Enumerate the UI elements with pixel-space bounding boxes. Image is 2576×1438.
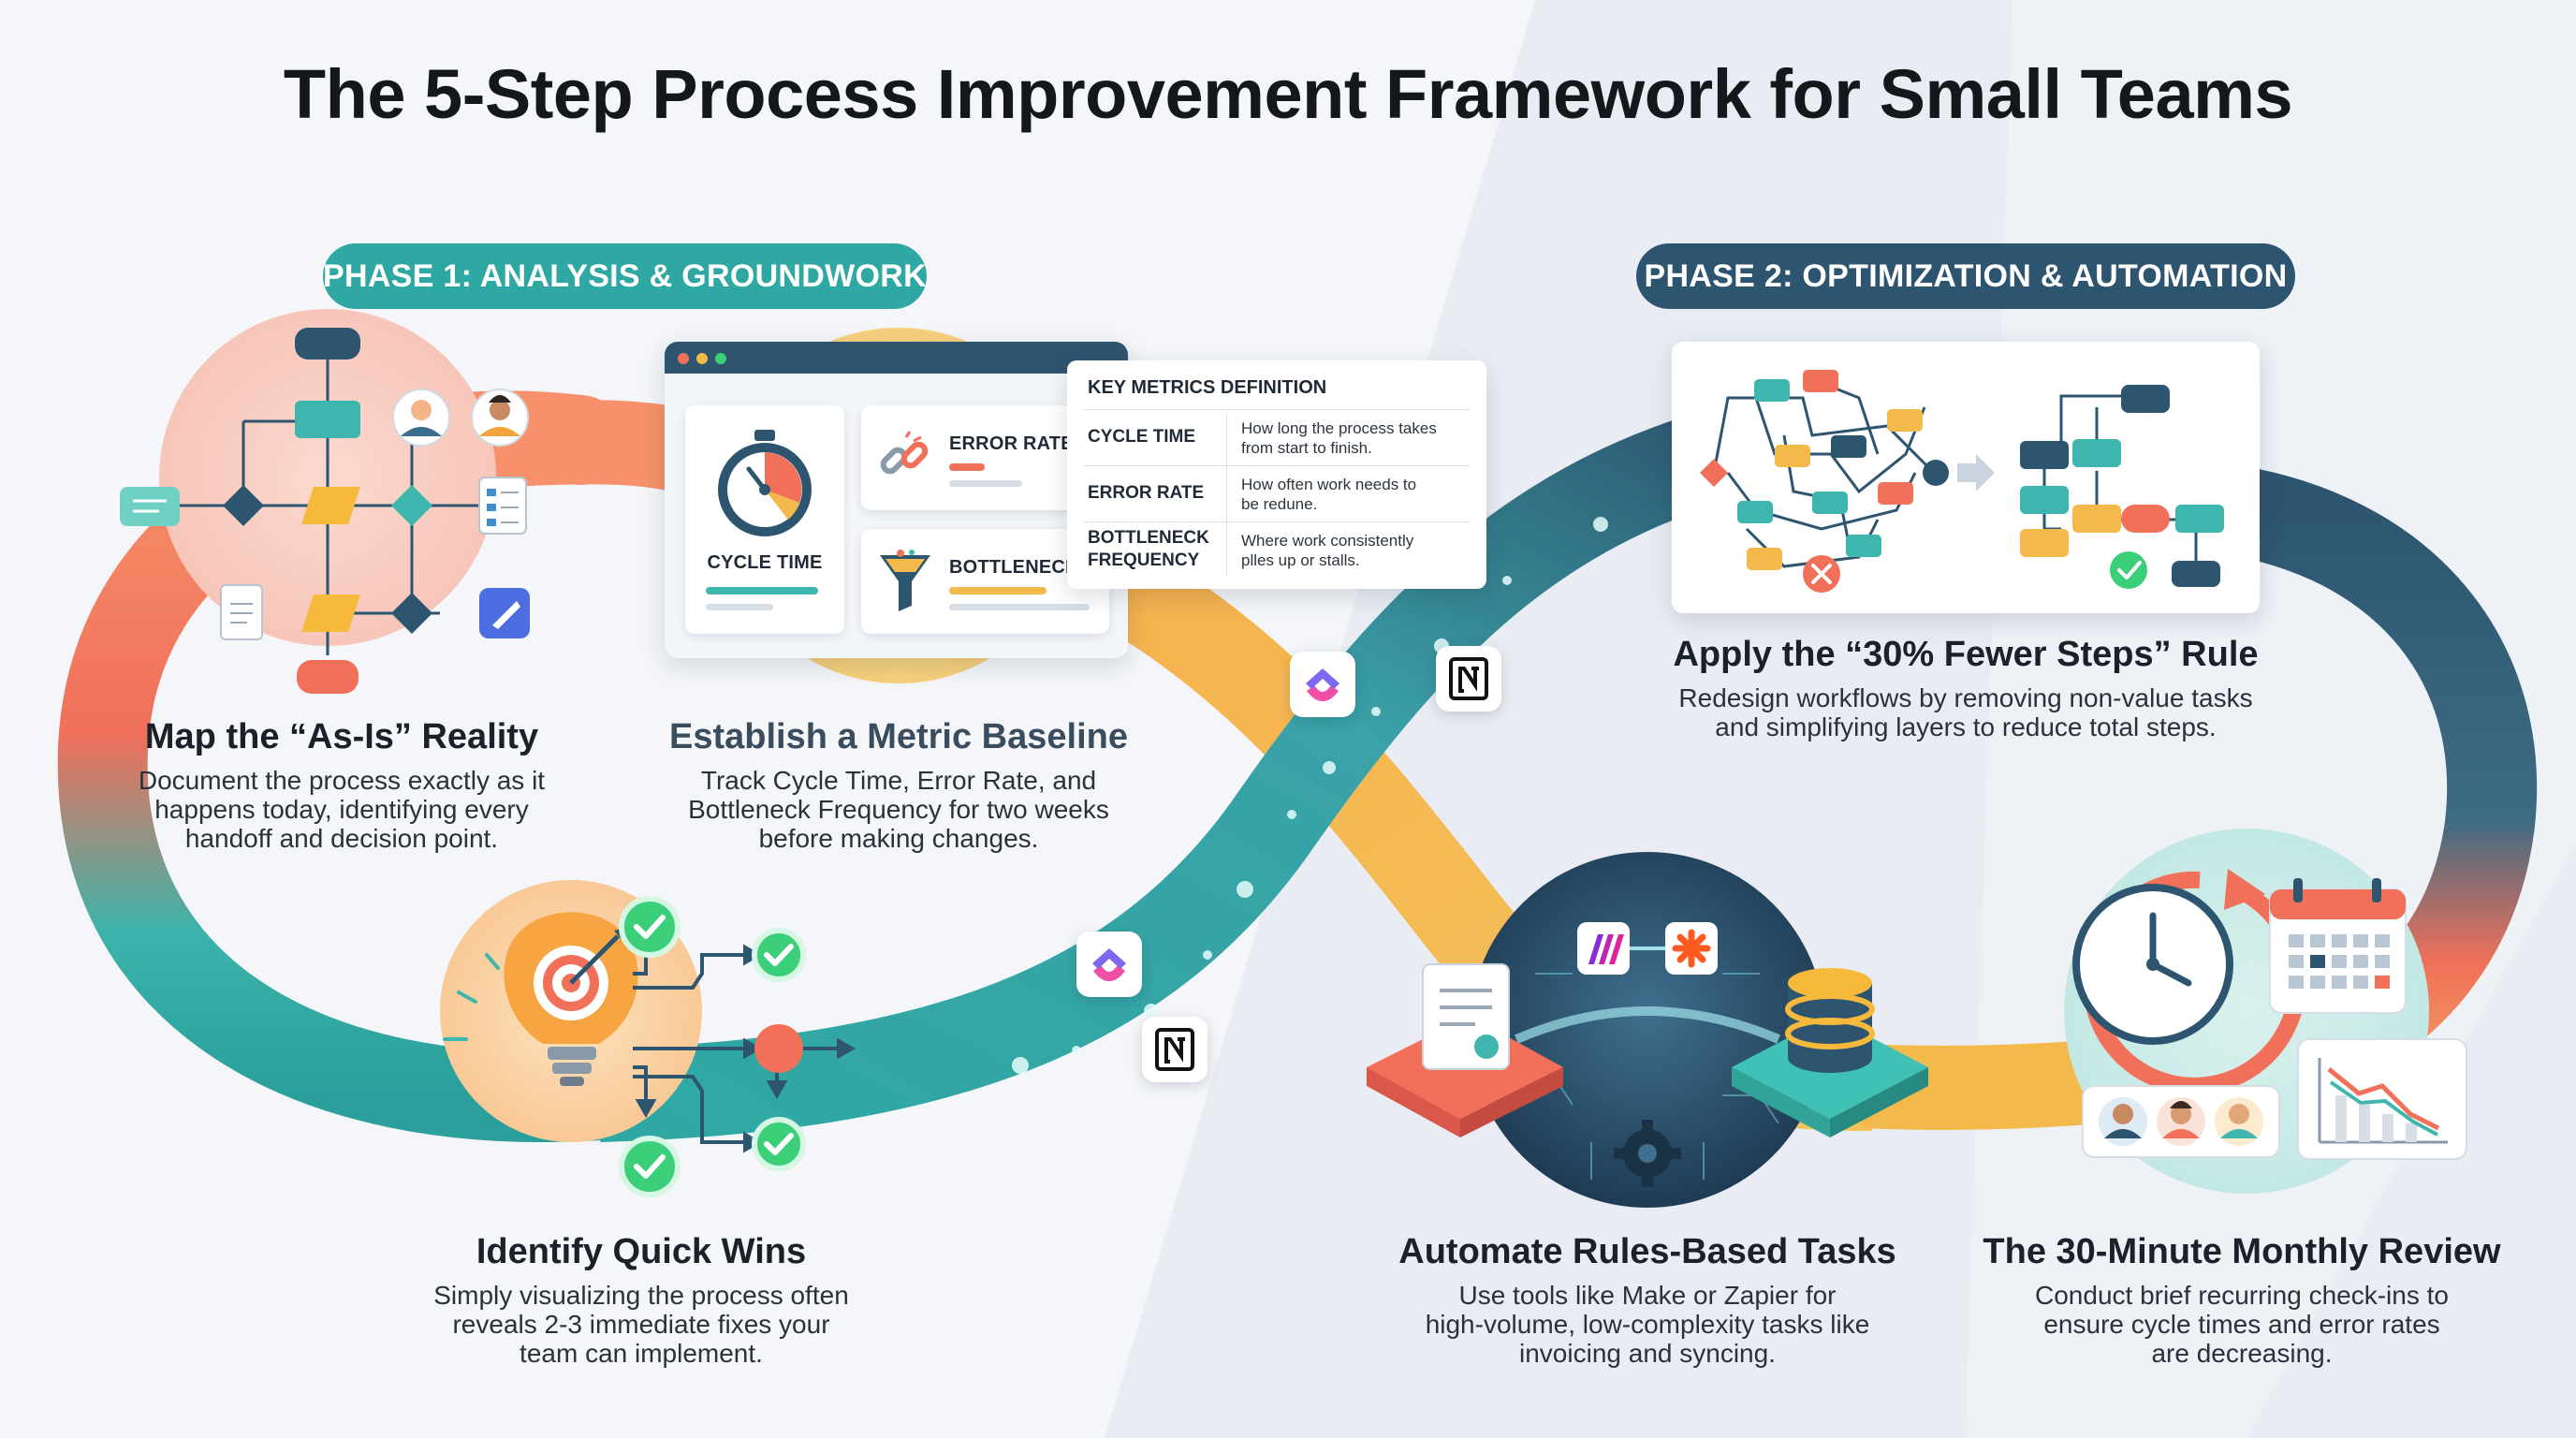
error-rate-label: ERROR RATE — [949, 433, 1074, 454]
clickup-logo — [1290, 652, 1355, 717]
window-titlebar — [665, 342, 1128, 374]
step-5-title: Automate Rules-Based Tasks — [1398, 1232, 1896, 1271]
table-divider — [1084, 409, 1470, 410]
phase-1-pill: PHASE 1: ANALYSIS & GROUNDWORK — [323, 243, 927, 309]
key-metrics-heading: KEY METRICS DEFINITION — [1088, 377, 1327, 398]
step-4-line: Redesign workflows by removing non-value… — [1678, 683, 2253, 712]
step-6-title: The 30-Minute Monthly Review — [1983, 1232, 2501, 1271]
cycle-time-label: CYCLE TIME — [707, 552, 823, 573]
step-5-line: Use tools like Make or Zapier for — [1458, 1281, 1837, 1310]
step-1-description: Document the process exactly as it happe… — [84, 766, 599, 853]
table-definition: be redune. — [1241, 495, 1318, 513]
workflow-redesign-card — [1672, 342, 2260, 613]
error-rate-bar — [949, 463, 985, 471]
step-1-line: happens today, identifying every — [154, 795, 529, 824]
step-2-line: before making changes. — [758, 824, 1039, 853]
trend-chart-icon — [2297, 1038, 2467, 1160]
step-6-description: Conduct brief recurring check-ins to ens… — [1966, 1281, 2518, 1368]
step-3-title: Identify Quick Wins — [476, 1232, 807, 1271]
table-term: CYCLE TIME — [1088, 427, 1196, 447]
document-icon — [1422, 963, 1510, 1070]
check-icon — [619, 896, 681, 958]
check-icon — [752, 1117, 806, 1171]
step-4-line: and simplifying layers to reduce total s… — [1715, 712, 2217, 741]
cycle-time-bar — [706, 587, 818, 594]
automation-hub — [1470, 852, 1825, 1208]
broken-link-icon — [880, 431, 929, 475]
window-dot-yellow — [696, 353, 708, 364]
table-divider — [1084, 465, 1470, 466]
page-title: The 5-Step Process Improvement Framework… — [283, 55, 2293, 133]
flowchart-illustration — [120, 328, 530, 694]
table-definition: How long the process takes — [1241, 419, 1437, 437]
step-5-line: invoicing and syncing. — [1519, 1339, 1776, 1368]
zapier-logo — [1665, 922, 1718, 975]
table-divider — [1084, 521, 1470, 522]
step-1-title: Map the “As-Is” Reality — [144, 717, 539, 756]
phase-2-pill: PHASE 2: OPTIMIZATION & AUTOMATION — [1636, 243, 2295, 309]
step-1-line: handoff and decision point. — [184, 824, 499, 853]
step-6-line: ensure cycle times and error rates — [2043, 1310, 2440, 1339]
check-icon — [619, 1136, 681, 1197]
funnel-icon — [880, 550, 930, 611]
step-6-line: Conduct brief recurring check-ins to — [2035, 1281, 2449, 1310]
cycle-time-bar-track — [706, 604, 773, 610]
step-4-title: Apply the “30% Fewer Steps” Rule — [1673, 635, 2259, 674]
step-3-description: Simply visualizing the process often rev… — [374, 1281, 908, 1368]
table-definition: How often work needs to — [1241, 476, 1417, 493]
step-5-description: Use tools like Make or Zapier for high-v… — [1376, 1281, 1919, 1368]
step-2-line: Track Cycle Time, Error Rate, and — [700, 766, 1097, 795]
table-column-divider — [1226, 415, 1227, 576]
step-2-line: Bottleneck Frequency for two weeks — [688, 795, 1109, 824]
cycle-time-tile: CYCLE TIME — [685, 405, 844, 634]
step-3-line: reveals 2-3 immediate fixes your — [452, 1310, 830, 1339]
step-2-description: Track Cycle Time, Error Rate, and Bottle… — [637, 766, 1161, 853]
table-definition: Where work consistently — [1241, 532, 1414, 550]
table-definition: plles up or stalls. — [1241, 551, 1360, 569]
step-3-line: Simply visualizing the process often — [433, 1281, 849, 1310]
error-rate-bar-track — [949, 480, 1022, 487]
bottlenecks-bar — [949, 587, 1046, 594]
table-term: ERROR RATE — [1088, 483, 1205, 503]
avatar-icon — [2082, 1085, 2280, 1158]
notion-logo — [1436, 646, 1501, 712]
clickup-logo — [1076, 932, 1142, 997]
window-dot-green — [715, 353, 726, 364]
step-4-description: Redesign workflows by removing non-value… — [1629, 683, 2303, 741]
stopwatch-icon — [718, 430, 812, 536]
window-dot-red — [678, 353, 689, 364]
lightbulb-target-icon — [443, 912, 638, 1086]
bottlenecks-label: BOTTLENECKS — [949, 557, 1092, 578]
key-metrics-table: KEY METRICS DEFINITION CYCLE TIME How lo… — [1067, 360, 1486, 589]
step-2-title: Establish a Metric Baseline — [669, 717, 1128, 756]
calendar-icon — [2269, 878, 2407, 1014]
make-logo — [1577, 922, 1630, 975]
table-definition: from start to finish. — [1241, 439, 1372, 457]
notion-logo — [1142, 1017, 1208, 1082]
step-6-line: are decreasing. — [2151, 1339, 2333, 1368]
database-icon — [1785, 968, 1875, 1073]
quick-wins-arrows — [633, 922, 856, 1153]
step-5-line: high-volume, low-complexity tasks like — [1425, 1310, 1870, 1339]
step-3-line: team can implement. — [520, 1339, 763, 1368]
bottlenecks-bar-track — [949, 604, 1090, 610]
table-term: FREQUENCY — [1088, 550, 1200, 570]
step-1-line: Document the process exactly as it — [138, 766, 546, 795]
check-icon — [752, 928, 806, 982]
metrics-dashboard: CYCLE TIME ERROR RATE BOTTLENECKS — [665, 342, 1128, 658]
table-term: BOTTLENECK — [1088, 528, 1209, 548]
workflow-diagram — [1700, 370, 2224, 593]
